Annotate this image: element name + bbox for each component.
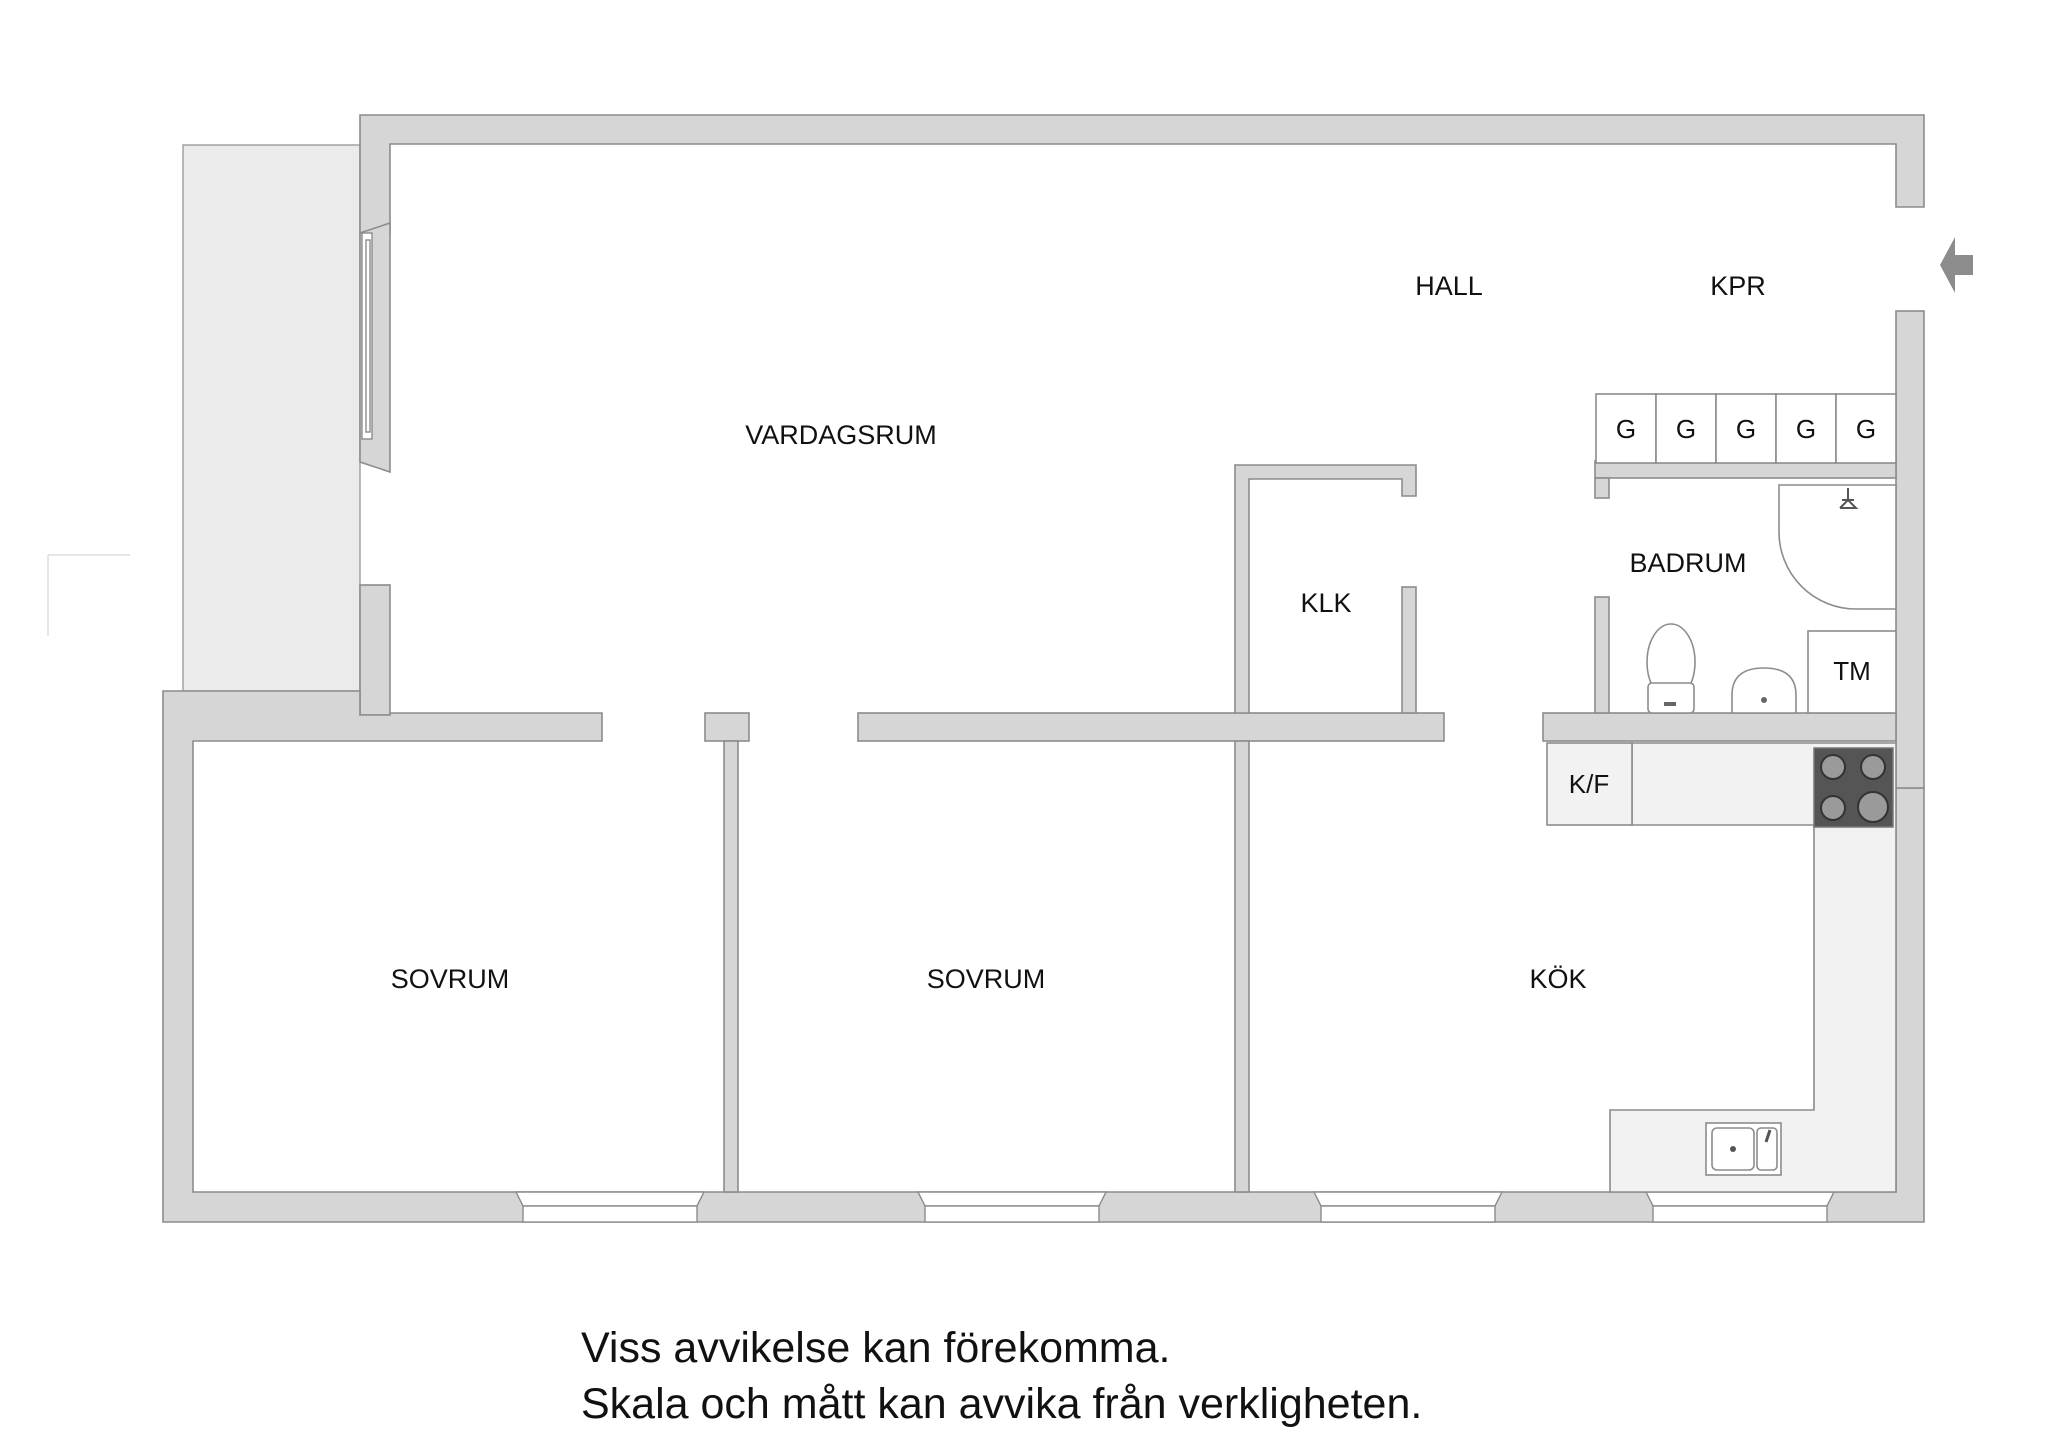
room-label-sovrum-2: SOVRUM (927, 964, 1046, 994)
wardrobe-3 (1715, 393, 1777, 464)
wardrobe-label-2: G (1676, 414, 1696, 444)
stove-icon (1813, 747, 1894, 828)
room-label-klk: KLK (1300, 588, 1351, 618)
room-label-kpr: KPR (1710, 271, 1766, 301)
wardrobe-label-3: G (1736, 414, 1756, 444)
living-room-window (361, 232, 373, 440)
wardrobe-4 (1775, 393, 1837, 464)
entrance-arrow-icon (1940, 237, 1973, 293)
wardrobe-label-5: G (1856, 414, 1876, 444)
toilet-icon (1646, 623, 1696, 714)
wardrobe-label-1: G (1616, 414, 1636, 444)
fridge-freezer-label: K/F (1569, 769, 1609, 799)
shower-icon (1778, 484, 1897, 610)
wardrobe-1 (1595, 393, 1657, 464)
kitchen-counters: K/F (1546, 742, 1897, 1193)
wardrobe-2 (1655, 393, 1717, 464)
disclaimer: Viss avvikelse kan förekomma. Skala och … (581, 1320, 1422, 1432)
balcony (182, 144, 361, 692)
room-label-badrum: BADRUM (1629, 548, 1746, 578)
kitchen-sink-icon (1705, 1122, 1782, 1176)
wardrobe-row: G G G G G (1595, 393, 1897, 464)
room-label-sovrum-1: SOVRUM (391, 964, 510, 994)
washing-machine (1807, 630, 1897, 714)
disclaimer-line-2: Skala och mått kan avvika från verklighe… (581, 1380, 1423, 1428)
fridge-freezer (1546, 742, 1633, 826)
wardrobe-label-4: G (1796, 414, 1816, 444)
room-label-hall: HALL (1415, 271, 1483, 301)
outer-walls (162, 114, 1925, 1223)
room-label-vardagsrum: VARDAGSRUM (745, 420, 937, 450)
bathroom-fixtures: TM (1646, 484, 1897, 714)
disclaimer-line-1: Viss avvikelse kan förekomma. (581, 1324, 1171, 1372)
washing-machine-label: TM (1833, 656, 1871, 686)
interior-walls (704, 460, 1897, 1193)
shower-head-icon (1839, 488, 1859, 509)
room-label-kok: KÖK (1529, 964, 1586, 994)
wardrobe-5 (1835, 393, 1897, 464)
washbasin-icon (1731, 667, 1797, 714)
bottom-windows (514, 1191, 1836, 1223)
